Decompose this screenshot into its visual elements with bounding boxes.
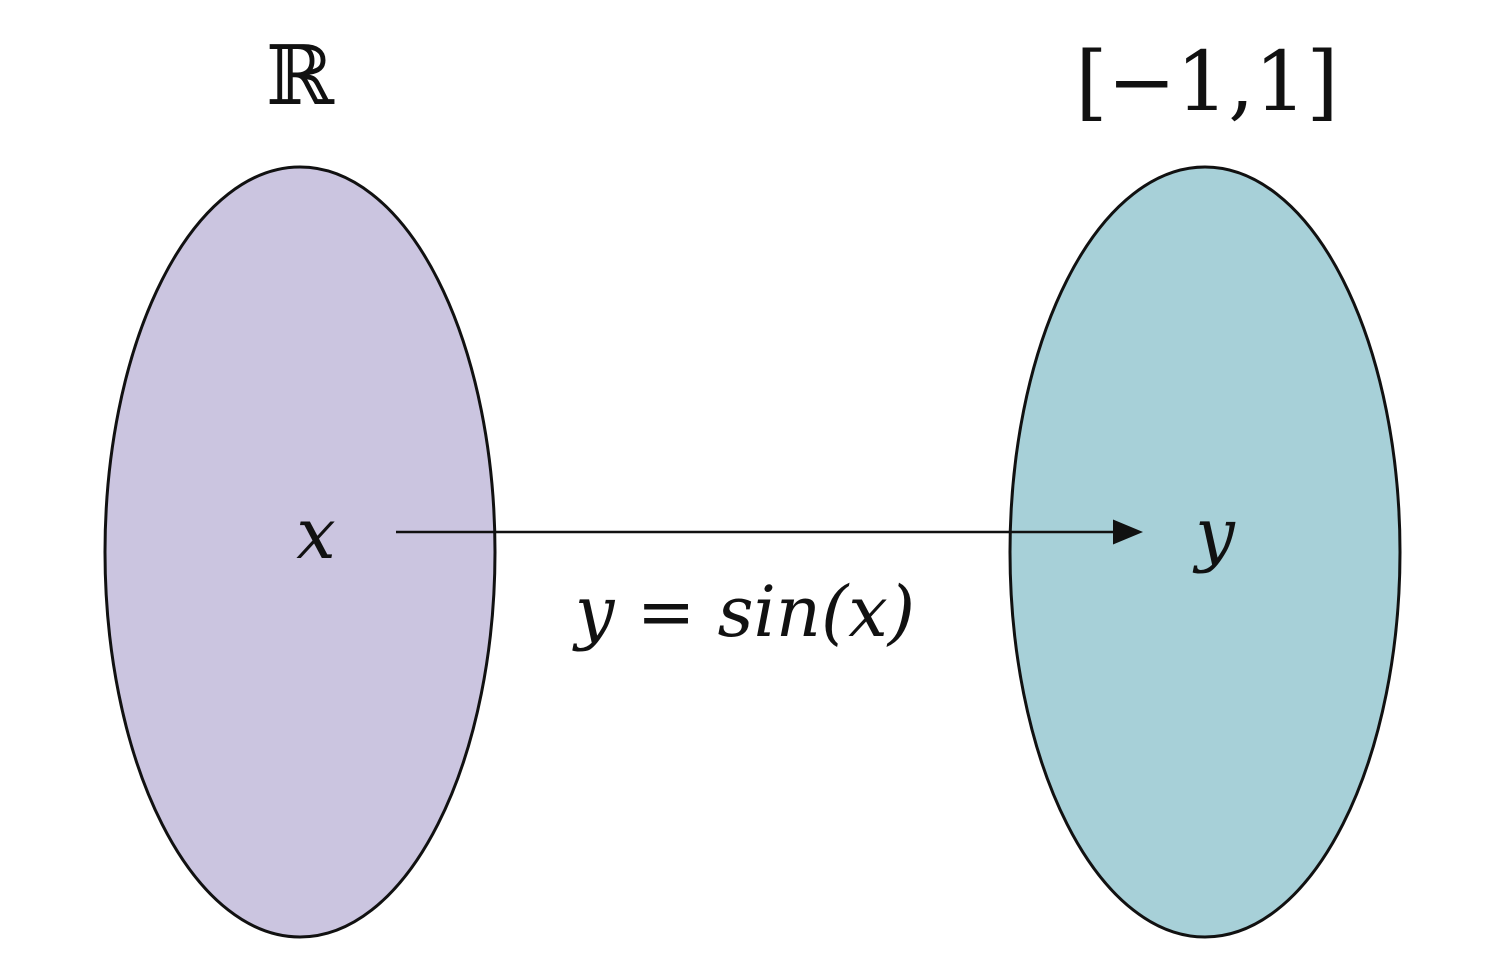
domain-element-label: x	[296, 493, 335, 575]
domain-set-label: ℝ	[266, 29, 335, 124]
function-label: y = sin(x)	[572, 571, 915, 653]
codomain-set-ellipse	[1008, 165, 1402, 939]
codomain-set-label: [−1,1]	[1075, 35, 1338, 130]
codomain-element-label: y	[1192, 493, 1236, 575]
domain-set-ellipse	[103, 165, 497, 939]
